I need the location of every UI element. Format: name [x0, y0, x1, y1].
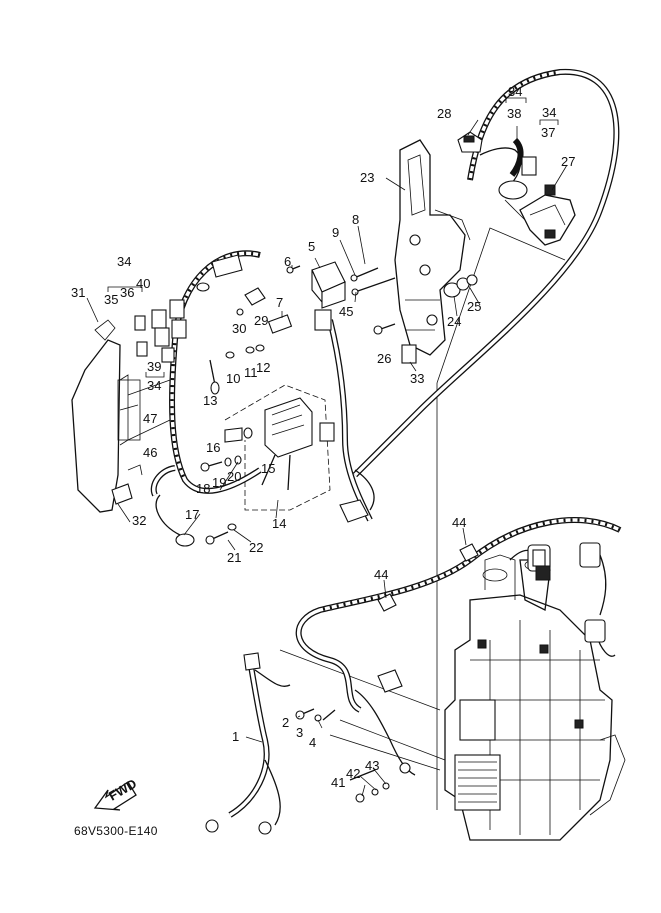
callout-47: 47 [143, 411, 157, 426]
callout-18: 18 [196, 481, 210, 496]
callout-34d: 34 [147, 378, 161, 393]
leader-lines [86, 119, 568, 797]
callout-40: 40 [136, 276, 150, 291]
callout-12: 12 [256, 360, 270, 375]
callout-10: 10 [226, 371, 240, 386]
lower-plug-cluster [339, 469, 375, 523]
bolts-21-22 [205, 523, 237, 545]
callout-6: 6 [284, 254, 291, 269]
callout-3: 3 [296, 725, 303, 740]
bolts-2-3-4 [295, 708, 336, 722]
callout-28: 28 [437, 106, 451, 121]
callout-8: 8 [352, 212, 359, 227]
engine-block [444, 554, 626, 841]
fwd-arrow-icon: FWD [93, 776, 139, 811]
callout-32: 32 [132, 513, 146, 528]
callout-labels: 1 2 3 4 5 6 7 8 9 10 11 12 13 14 15 16 1… [71, 84, 575, 790]
callout-5: 5 [308, 239, 315, 254]
callout-42: 42 [346, 766, 360, 781]
callout-1: 1 [232, 729, 239, 744]
callout-43: 43 [365, 758, 379, 773]
plate-46-47 [117, 379, 141, 441]
callout-25: 25 [467, 299, 481, 314]
callout-34a: 34 [508, 84, 522, 99]
callout-4: 4 [309, 735, 316, 750]
callout-17: 17 [185, 507, 199, 522]
callout-31: 31 [71, 285, 85, 300]
clip-32 [111, 464, 143, 505]
reference-lines [127, 227, 566, 810]
callout-33: 33 [410, 371, 424, 386]
callout-15: 15 [261, 461, 275, 476]
callout-34b: 34 [542, 105, 556, 120]
callout-7: 7 [276, 295, 283, 310]
bolts-8-9-26-45 [350, 267, 417, 364]
connector-block-15 [261, 397, 335, 491]
figure-code: 68V5300-E140 [74, 824, 158, 838]
battery-lead-1 [205, 652, 291, 835]
callout-22: 22 [249, 540, 263, 555]
top-connectors-left [196, 254, 243, 292]
callout-30: 30 [232, 321, 246, 336]
callout-29: 29 [254, 313, 268, 328]
callout-23: 23 [360, 170, 374, 185]
callout-41: 41 [331, 775, 345, 790]
callout-38: 38 [507, 106, 521, 121]
cover-31 [71, 319, 129, 513]
callout-14: 14 [272, 516, 286, 531]
callout-44a: 44 [452, 515, 466, 530]
callout-16: 16 [206, 440, 220, 455]
callout-21: 21 [227, 550, 241, 565]
callout-37: 37 [541, 125, 555, 140]
callout-27: 27 [561, 154, 575, 169]
relay-5 [311, 261, 346, 309]
fuse-holders-35-36-39-40 [134, 299, 187, 363]
bracket-27 [519, 184, 576, 246]
callout-13: 13 [203, 393, 217, 408]
clamps-44 [377, 543, 479, 612]
small-parts-10-12-16-20 [200, 344, 265, 472]
callout-19: 19 [212, 475, 226, 490]
callout-39: 39 [147, 359, 161, 374]
harness-connectors-right [527, 542, 606, 643]
cap-17 [150, 465, 195, 547]
grommets-24-25 [443, 274, 478, 298]
callout-35: 35 [104, 292, 118, 307]
fwd-label: FWD [106, 776, 139, 804]
group-brackets [107, 97, 559, 378]
callout-24: 24 [447, 314, 461, 329]
main-wire-harness [169, 68, 622, 713]
sensor-28 [457, 131, 483, 153]
bracket-23 [394, 139, 471, 356]
callout-44b: 44 [374, 567, 388, 582]
callout-9: 9 [332, 225, 339, 240]
harness-37-38 [479, 137, 537, 221]
callout-20: 20 [227, 469, 241, 484]
callout-45: 45 [339, 304, 353, 319]
connector-29-30-6 [236, 265, 301, 316]
callout-36: 36 [120, 285, 134, 300]
callout-34c: 34 [117, 254, 131, 269]
callout-11: 11 [244, 365, 258, 380]
callout-26: 26 [377, 351, 391, 366]
relay-harness-lower [349, 669, 416, 803]
callout-46: 46 [143, 445, 157, 460]
connectors-7 [267, 309, 332, 334]
callout-2: 2 [282, 715, 289, 730]
